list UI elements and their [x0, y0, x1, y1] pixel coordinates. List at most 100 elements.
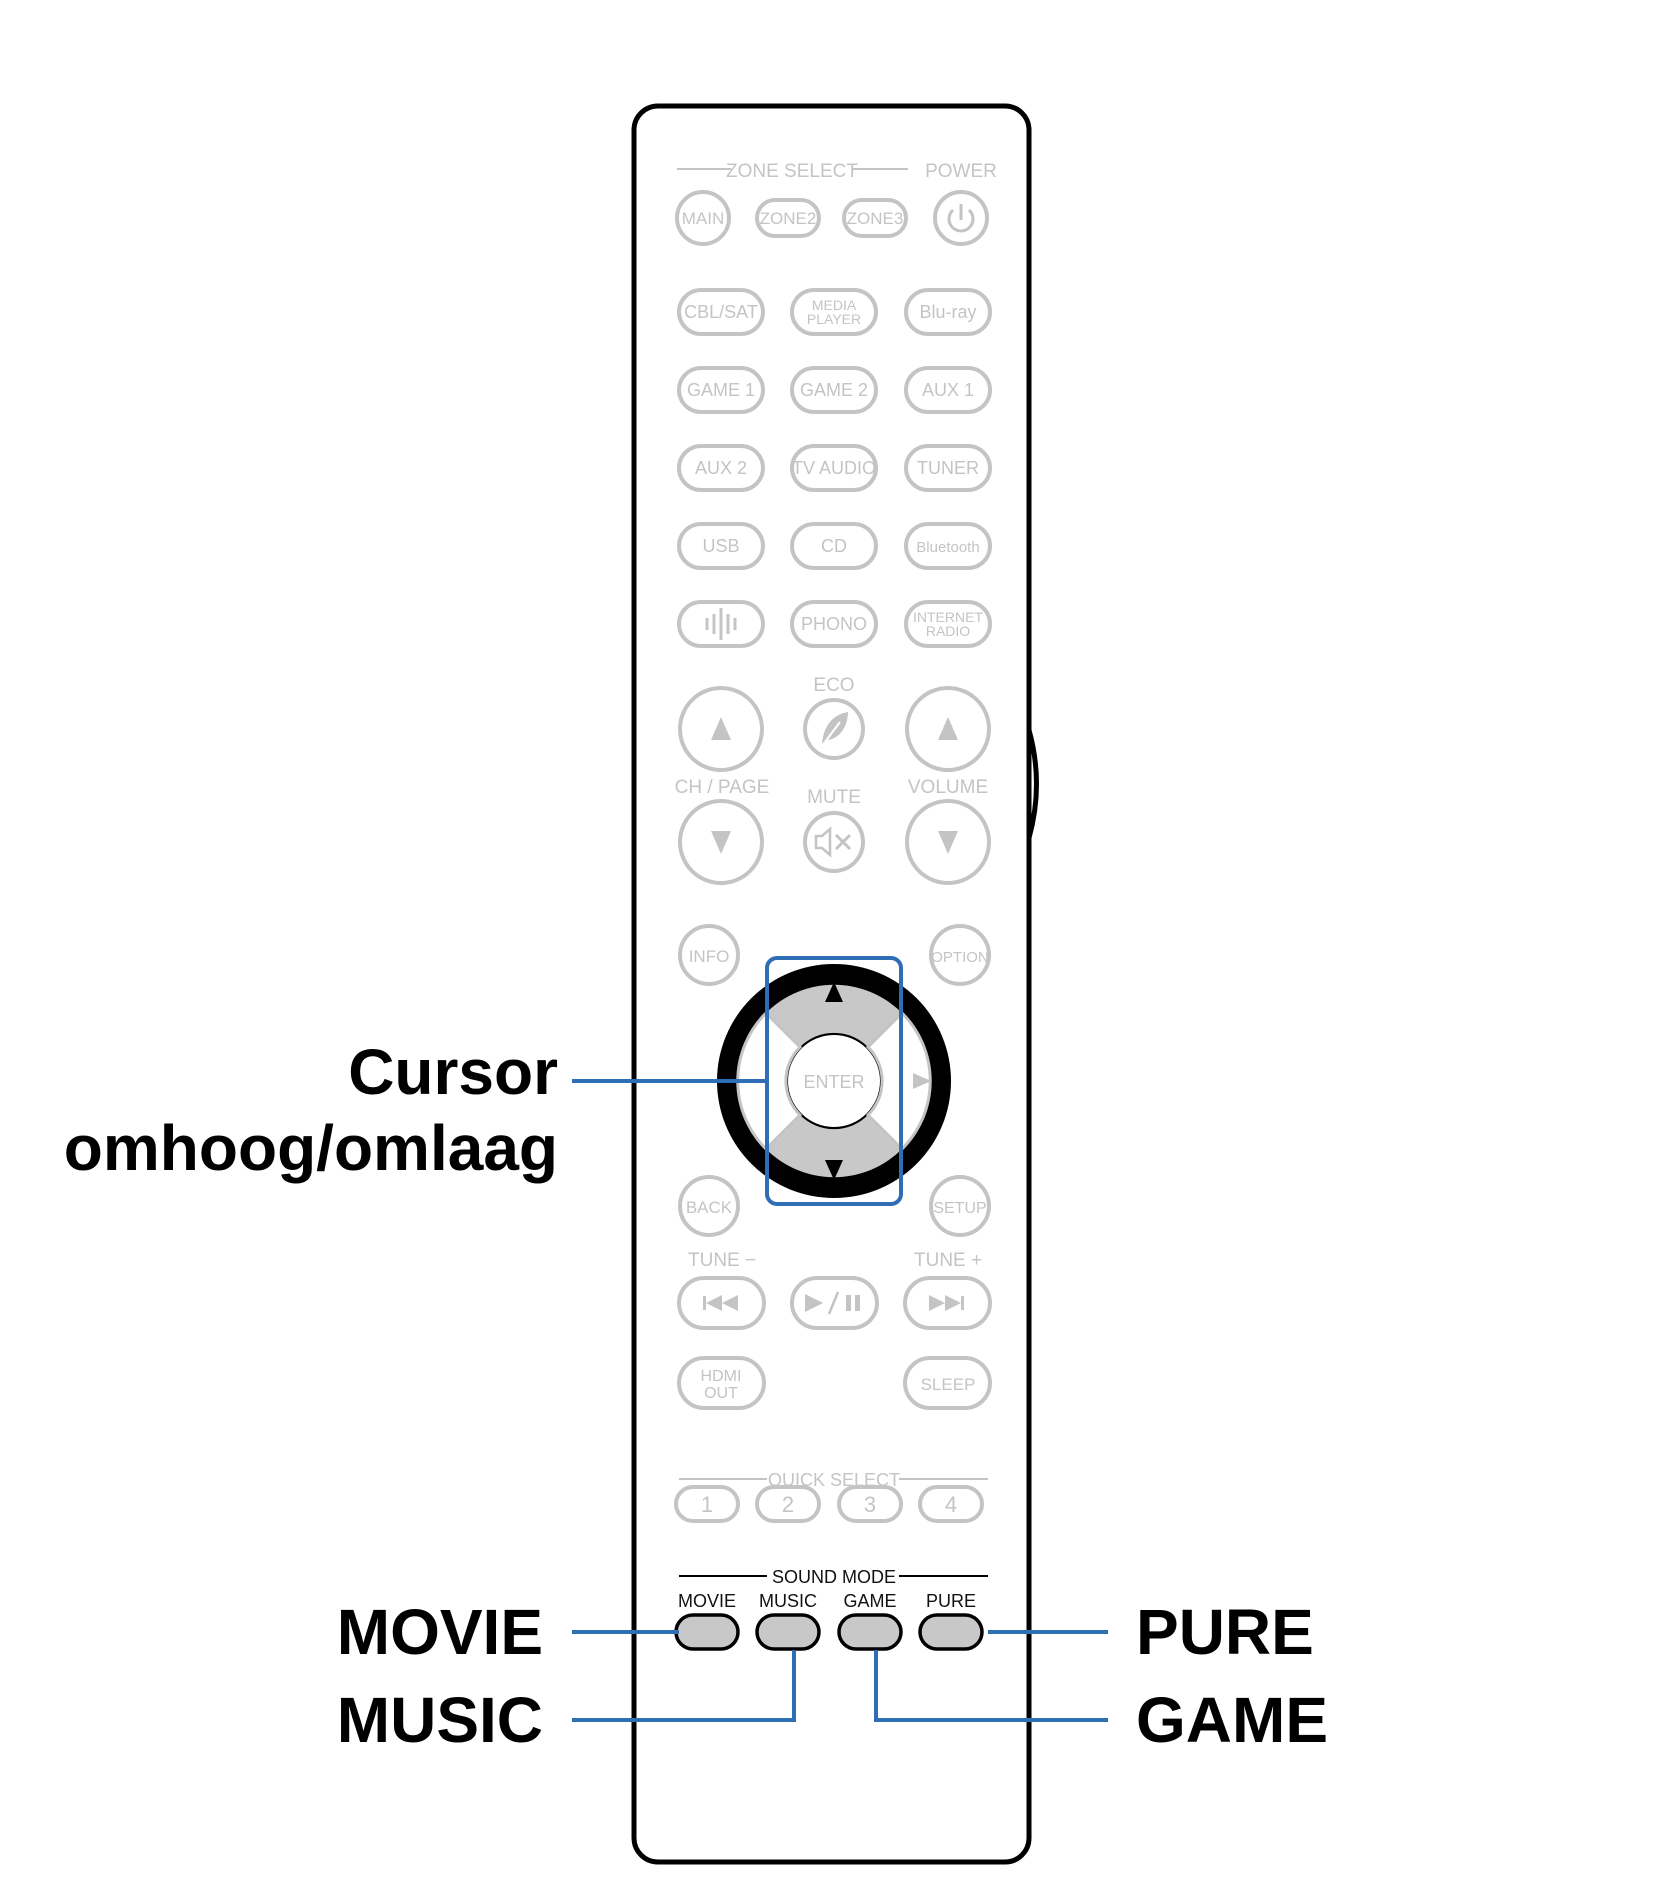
pure-button-label: PURE [926, 1591, 976, 1611]
cursor-up-button[interactable] [766, 984, 902, 1047]
cursor-callout-label: Cursor omhoog/omlaag [64, 1034, 558, 1186]
mute-button[interactable] [803, 811, 865, 873]
quick-select-2-button[interactable]: 2 [755, 1485, 821, 1523]
ch-page-label: CH / PAGE [675, 777, 770, 798]
cd-button[interactable]: CD [790, 522, 878, 570]
svg-text:ENTER: ENTER [803, 1072, 864, 1092]
svg-text:ZONE2: ZONE2 [760, 209, 817, 228]
down-arrow-icon [825, 1160, 843, 1180]
up-arrow-icon [938, 717, 958, 740]
bluetooth-button-label: Bluetooth [916, 539, 979, 556]
svg-text:INFO: INFO [689, 947, 730, 966]
music-callout-label: MUSIC [336, 1684, 543, 1756]
sleep-button[interactable]: SLEEP [903, 1356, 992, 1410]
previous-button[interactable] [677, 1276, 766, 1330]
next-button[interactable] [903, 1276, 992, 1330]
power-button[interactable] [933, 190, 989, 246]
aux-2-button-label: AUX 2 [695, 458, 747, 478]
svg-text:OPTION: OPTION [931, 949, 989, 966]
quick-select-row: 1 2 3 4 [674, 1485, 984, 1523]
usb-button[interactable]: USB [677, 522, 765, 570]
down-arrow-icon [711, 831, 731, 854]
cursor-down-button[interactable] [766, 1115, 902, 1178]
tv-audio-button-label: TV AUDIO [792, 458, 876, 478]
volume-label: VOLUME [908, 777, 988, 798]
next-icon [929, 1295, 964, 1311]
svg-text:ZONE3: ZONE3 [847, 209, 904, 228]
ch-page-down-button[interactable] [678, 799, 764, 885]
music-callout-line [572, 1650, 796, 1722]
cursor-callout-line2: omhoog/omlaag [63, 1112, 558, 1184]
cursor-pad: ENTER [717, 964, 951, 1198]
tune-minus-label: TUNE − [688, 1250, 756, 1271]
back-button[interactable]: BACK [678, 1175, 740, 1237]
movie-button-label: MOVIE [678, 1591, 736, 1611]
game-2-button-label: GAME 2 [800, 380, 868, 400]
info-button[interactable]: INFO [678, 924, 740, 986]
zone2-button[interactable]: ZONE2 [755, 198, 821, 238]
heos-icon [705, 608, 737, 640]
setup-button[interactable]: SETUP [929, 1175, 991, 1237]
zone3-button[interactable]: ZONE3 [842, 198, 908, 238]
eco-button[interactable] [803, 698, 865, 760]
aux-2-button[interactable]: AUX 2 [677, 444, 765, 492]
bluetooth-button[interactable]: Bluetooth [904, 522, 992, 570]
phono-button[interactable]: PHONO [790, 600, 878, 648]
ch-page-up-button[interactable] [678, 686, 764, 772]
pure-button[interactable]: PURE [918, 1591, 984, 1651]
tuner-button-label: TUNER [917, 458, 979, 478]
zone-select-label: ZONE SELECT [726, 161, 858, 182]
music-button[interactable]: MUSIC [755, 1591, 821, 1651]
mute-label: MUTE [807, 787, 861, 808]
game-1-button-label: GAME 1 [687, 380, 755, 400]
cd-button-label: CD [821, 536, 847, 556]
volume-up-button[interactable] [905, 686, 991, 772]
eco-label: ECO [813, 675, 854, 696]
game-callout-line [874, 1650, 1108, 1722]
usb-button-label: USB [702, 536, 739, 556]
main-button[interactable]: MAIN [675, 190, 731, 246]
quick-select-3-label: 3 [864, 1492, 876, 1517]
quick-select-3-button[interactable]: 3 [837, 1485, 903, 1523]
quick-select-4-button[interactable]: 4 [918, 1485, 984, 1523]
quick-select-2-label: 2 [782, 1492, 794, 1517]
quick-select-4-label: 4 [945, 1492, 957, 1517]
movie-button[interactable]: MOVIE [674, 1591, 740, 1651]
side-knob [1026, 729, 1039, 839]
right-arrow-icon [913, 1073, 931, 1089]
option-button[interactable]: OPTION [929, 924, 991, 986]
aux-1-button-label: AUX 1 [922, 380, 974, 400]
power-icon [947, 204, 975, 233]
volume-down-button[interactable] [905, 799, 991, 885]
previous-icon [703, 1295, 738, 1311]
play-pause-button[interactable] [790, 1276, 879, 1330]
quick-select-1-button[interactable]: 1 [674, 1485, 740, 1523]
aux-1-button[interactable]: AUX 1 [904, 366, 992, 414]
heos-button[interactable] [677, 600, 765, 648]
tune-plus-label: TUNE + [914, 1250, 982, 1271]
game-1-button[interactable]: GAME 1 [677, 366, 765, 414]
callout-lines [572, 1079, 1108, 1722]
game-2-button[interactable]: GAME 2 [790, 366, 878, 414]
play-pause-icon [805, 1291, 860, 1315]
enter-button[interactable]: ENTER [788, 1035, 880, 1127]
tuner-button[interactable]: TUNER [904, 444, 992, 492]
game-callout-label: GAME [1136, 1684, 1328, 1756]
down-arrow-icon [938, 831, 958, 854]
cbl-sat-button[interactable]: CBL/SAT [677, 288, 765, 336]
tv-audio-button[interactable]: TV AUDIO [790, 444, 878, 492]
blu-ray-button[interactable]: Blu-ray [904, 288, 992, 336]
cursor-callout-line1: Cursor [348, 1036, 558, 1108]
svg-text:SETUP: SETUP [933, 1200, 986, 1217]
game-button-label: GAME [843, 1591, 896, 1611]
mute-icon [814, 826, 852, 858]
leaf-icon [821, 712, 848, 747]
svg-text:SLEEP: SLEEP [921, 1375, 976, 1394]
game-button[interactable]: GAME [837, 1591, 903, 1651]
up-arrow-icon [711, 717, 731, 740]
